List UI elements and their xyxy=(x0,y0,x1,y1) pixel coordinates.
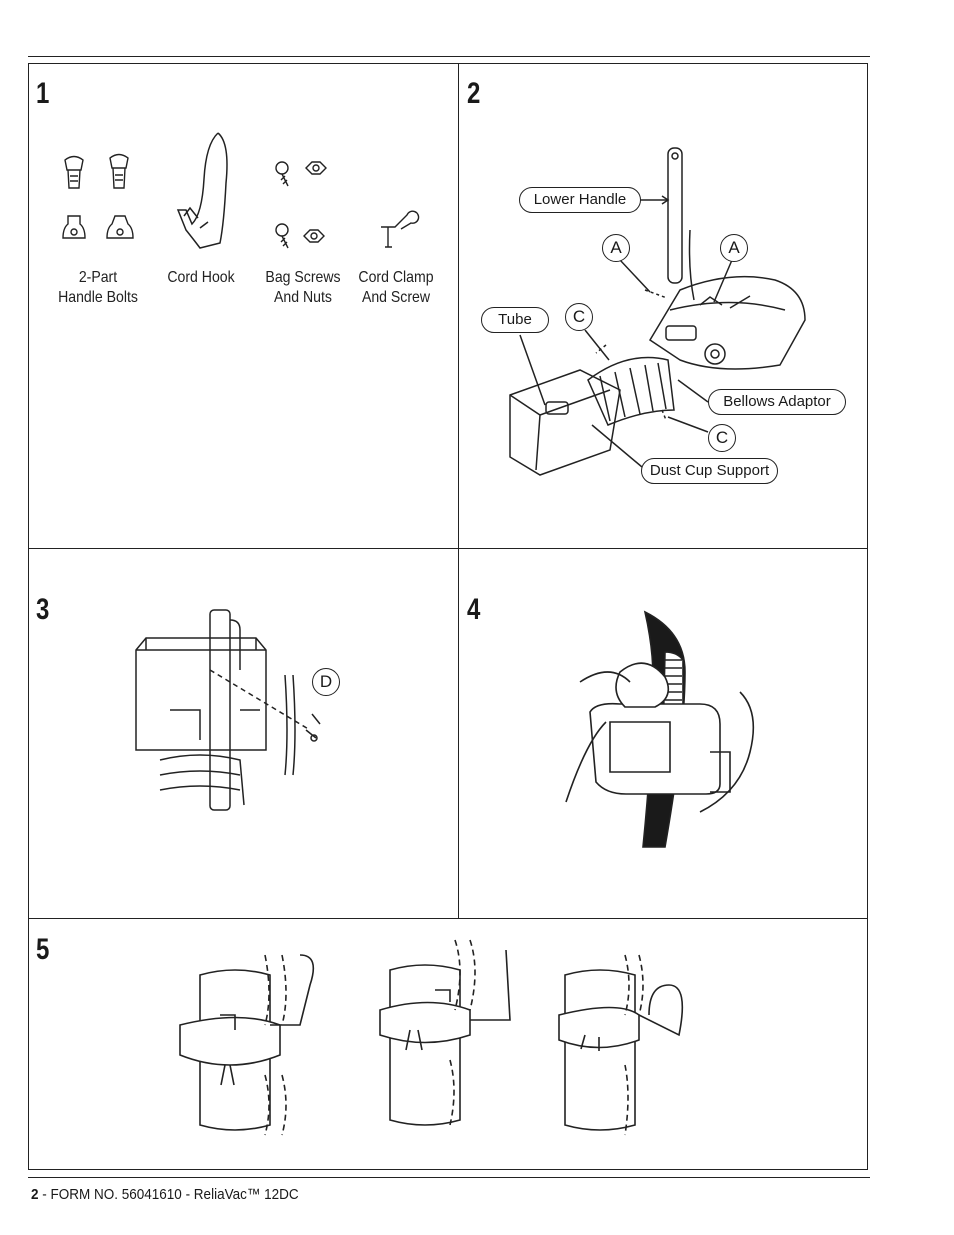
form-number-text: - FORM NO. 56041610 - ReliaVac™ 12DC xyxy=(38,1186,299,1203)
part-caption-cord-clamp: Cord Clamp And Screw xyxy=(358,269,434,306)
callout-letter-c-upper: C xyxy=(565,303,593,331)
callout-dust-cup-support: Dust Cup Support xyxy=(641,458,778,484)
cord-wrap-hand-illustration xyxy=(565,610,755,848)
callout-tube: Tube xyxy=(481,307,549,333)
callout-letter-d: D xyxy=(312,668,340,696)
cord-clamp-step-a-illustration xyxy=(179,954,315,1136)
page-footer: 2 - FORM NO. 56041610 - ReliaVac™ 12DC xyxy=(31,1186,299,1203)
grid-divider-vertical-top xyxy=(458,63,459,918)
step-number: 1 xyxy=(36,77,50,110)
callout-letter-c-lower: C xyxy=(708,424,736,452)
part-caption-cord-hook: Cord Hook xyxy=(167,269,235,286)
cord-hook-illustration xyxy=(176,132,228,249)
page-number: 2 xyxy=(31,1186,39,1203)
step-number: 2 xyxy=(467,77,481,110)
callout-letter-a-right: A xyxy=(720,234,748,262)
bag-screws-nuts-illustration xyxy=(275,161,327,249)
callout-bellows-adaptor: Bellows Adaptor xyxy=(708,389,846,415)
handle-bolts-illustration xyxy=(62,153,134,239)
step-number: 5 xyxy=(36,933,50,966)
callout-lower-handle: Lower Handle xyxy=(519,187,641,213)
part-caption-handle-bolts: 2-Part Handle Bolts xyxy=(58,269,138,306)
cord-clamp-step-c-illustration xyxy=(558,954,684,1136)
cord-clamp-step-b-illustration xyxy=(379,939,511,1126)
step-number: 4 xyxy=(467,593,481,626)
instruction-grid-frame xyxy=(28,63,868,1170)
cord-clamp-screw-illustration xyxy=(381,210,420,248)
dust-cup-bolt-illustration xyxy=(135,609,321,811)
grid-divider-row2 xyxy=(28,918,868,919)
vacuum-assembly-illustration xyxy=(509,147,806,476)
callout-letter-a-left: A xyxy=(602,234,630,262)
top-rule xyxy=(28,56,870,57)
grid-divider-row1 xyxy=(28,548,868,549)
bottom-rule xyxy=(28,1177,870,1178)
part-caption-bag-screws: Bag Screws And Nuts xyxy=(265,269,341,306)
step-number: 3 xyxy=(36,593,50,626)
